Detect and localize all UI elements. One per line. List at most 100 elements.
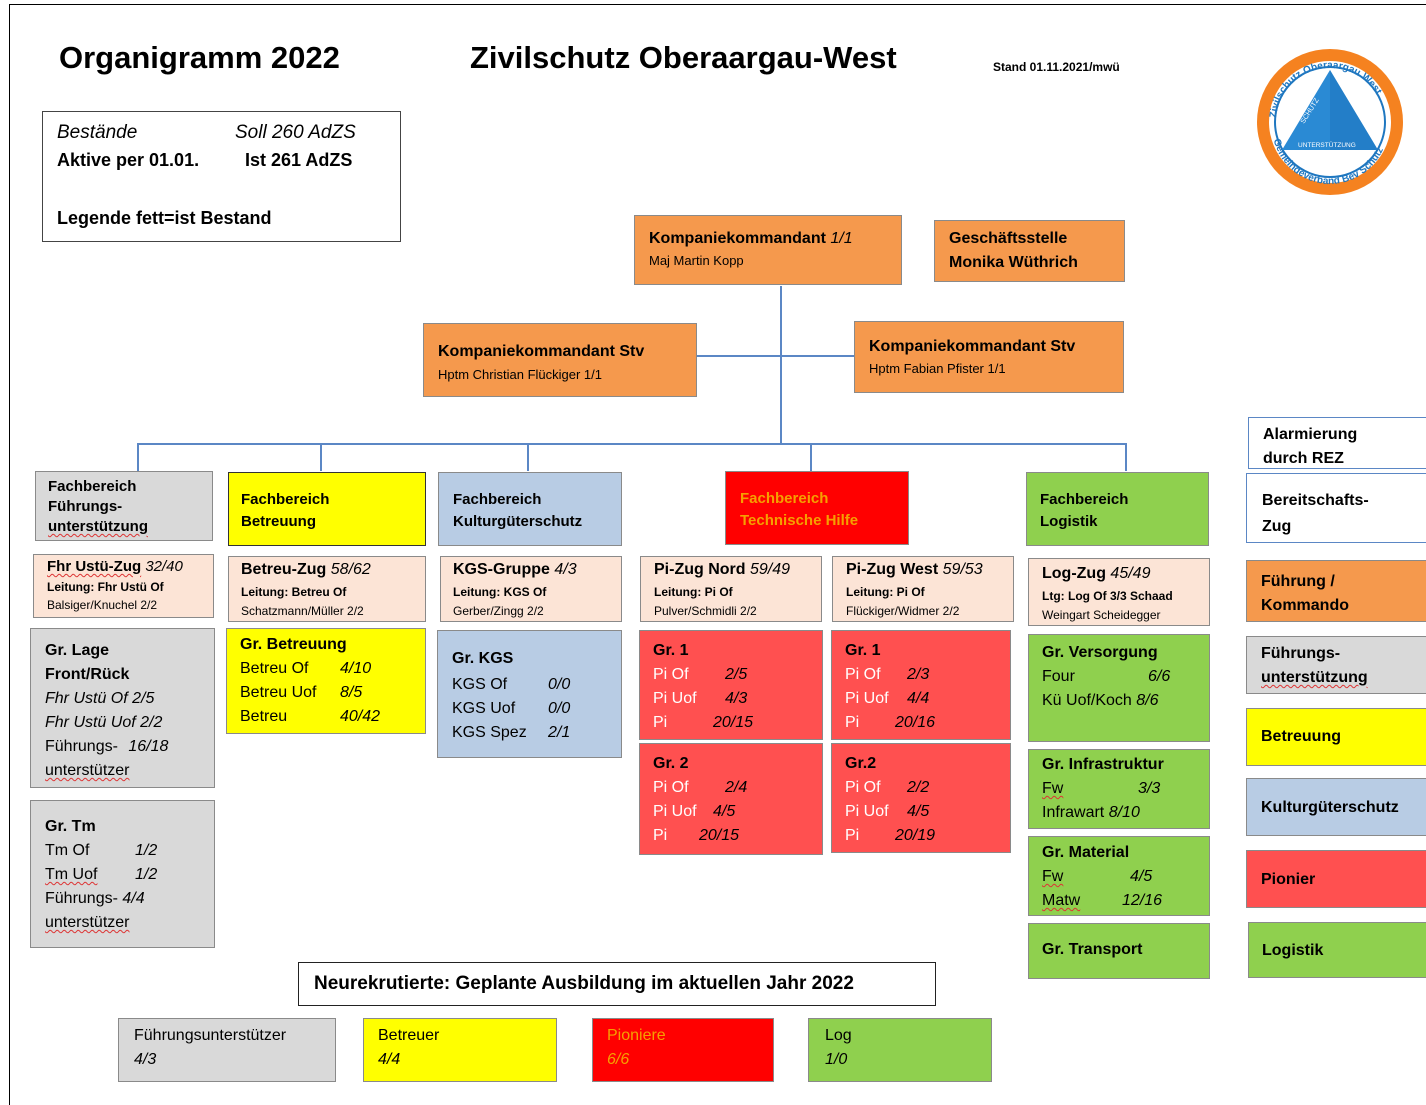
nord-names: Pulver/Schmidli 2/2	[654, 604, 757, 618]
fu-zug-title: Fhr Ustü-Zug	[47, 558, 142, 575]
legend-betreuung-label: Betreuung	[1261, 728, 1341, 745]
be-grp-title: Gr. Betreuung	[240, 636, 347, 653]
zivilschutz-logo: Zivilschutz Oberaargau West Gemeindeverb…	[1257, 49, 1403, 195]
legend-bereitschaftszug: Bereitschafts- Zug	[1246, 473, 1426, 543]
recruits-banner-text: Neurekrutierte: Geplante Ausbildung im a…	[314, 973, 854, 994]
stv-right-box: Kompaniekommandant Stv Hptm Fabian Pfist…	[854, 321, 1124, 393]
west-title: Pi-Zug West	[846, 561, 939, 578]
lage-row4: unterstützer	[45, 762, 130, 779]
recruit-fu-box: Führungsunterstützer 4/3	[118, 1018, 336, 1082]
be-grp-row1-value: 4/10	[340, 660, 372, 677]
nord-lead: Leitung: Pi Of	[654, 585, 733, 599]
lo-zug-title: Log-Zug	[1042, 565, 1106, 582]
w2-title: Gr.2	[845, 755, 877, 772]
vers-row2-value: 8/6	[1136, 692, 1159, 709]
n2-row2-label: Pi Uof	[653, 803, 697, 820]
n1-row1-value: 2/5	[725, 666, 748, 683]
kgs-zug-lead: Leitung: KGS Of	[453, 585, 547, 599]
kdt-count: 1/1	[830, 230, 853, 247]
organization-title: Zivilschutz Oberaargau-West	[470, 40, 897, 75]
mat-row2-value: 12/16	[1122, 892, 1163, 909]
lage-row3-label: Führungs-	[45, 738, 118, 755]
stv-left-title: Kompaniekommandant Stv	[438, 343, 645, 360]
recruit-pioniere-label: Pioniere	[607, 1027, 666, 1044]
connector-stv	[697, 355, 854, 357]
recruit-betreuer-label: Betreuer	[378, 1027, 440, 1044]
n2-title: Gr. 2	[653, 755, 689, 772]
fachbereich-kgs-header: Fachbereich Kulturgüterschutz	[438, 472, 622, 546]
fu-zug-count: 32/40	[145, 558, 183, 575]
infra-row1-value: 3/3	[1138, 780, 1161, 797]
kgs-zug-title: KGS-Gruppe	[453, 561, 550, 578]
recruit-pioniere-box: Pioniere 6/6	[592, 1018, 774, 1082]
legend-fu-line2: unterstützung	[1261, 669, 1368, 686]
w2-row3-label: Pi	[845, 827, 860, 844]
gr-transport-box: Gr. Transport	[1028, 923, 1210, 979]
w1-row3-label: Pi	[845, 714, 860, 731]
n1-row3-value: 20/15	[713, 714, 754, 731]
kdt-title: Kompaniekommandant	[649, 230, 826, 247]
n2-row2-value: 4/5	[713, 803, 736, 820]
recruit-betreuer-count: 4/4	[378, 1051, 401, 1068]
infra-title: Gr. Infrastruktur	[1042, 756, 1164, 773]
infra-row1-label: Fw	[1042, 780, 1064, 797]
w2-row2-label: Pi Uof	[845, 803, 889, 820]
legend-fu-line1: Führungs-	[1261, 645, 1341, 662]
th-header-line1: Fachbereich	[740, 490, 829, 507]
pi-zug-west-box: Pi-Zug West 59/53 Leitung: Pi Of Flückig…	[832, 556, 1014, 622]
kompaniekommandant-box: Kompaniekommandant 1/1 Maj Martin Kopp	[634, 215, 902, 285]
legend-alarm-line2: durch REZ	[1263, 450, 1344, 467]
tm-title: Gr. Tm	[45, 818, 96, 835]
lage-row3-value: 16/18	[128, 738, 169, 755]
nord-title: Pi-Zug Nord	[654, 561, 746, 578]
fachbereich-betreuung-header: Fachbereich Betreuung	[228, 472, 426, 546]
fu-zug-names: Balsiger/Knuchel 2/2	[47, 598, 158, 612]
connector-be	[320, 443, 322, 471]
lo-zug-lead: Ltg: Log Of 3/3 Schaad	[1042, 589, 1173, 603]
n2-row3-value: 20/15	[699, 827, 740, 844]
betreu-zug-box: Betreu-Zug 58/62 Leitung: Betreu Of Scha…	[228, 556, 426, 622]
page-frame	[9, 4, 1426, 1105]
w1-row3-value: 20/16	[895, 714, 936, 731]
recruit-log-box: Log 1/0	[808, 1018, 992, 1082]
legend-betreuung: Betreuung	[1246, 708, 1426, 766]
w2-row3-value: 20/19	[895, 827, 936, 844]
legend-pionier-label: Pionier	[1261, 871, 1316, 888]
be-header-line1: Fachbereich	[241, 491, 330, 508]
n2-row1-value: 2/4	[725, 779, 748, 796]
legend-alarmierung: Alarmierung durch REZ	[1248, 417, 1426, 469]
be-grp-row3-label: Betreu	[240, 708, 288, 725]
log-zug-box: Log-Zug 45/49 Ltg: Log Of 3/3 Schaad Wei…	[1028, 558, 1210, 626]
kgs-header-line1: Fachbereich	[453, 491, 542, 508]
west-lead: Leitung: Pi Of	[846, 585, 925, 599]
w2-row2-value: 4/5	[907, 803, 930, 820]
aktive-label: Aktive per 01.01.	[57, 150, 200, 170]
n1-row2-value: 4/3	[725, 690, 748, 707]
vers-row2-label: Kü Uof/Koch	[1042, 692, 1132, 709]
stv-right-name: Hptm Fabian Pfister 1/1	[869, 361, 1006, 376]
be-zug-title: Betreu-Zug	[241, 561, 327, 578]
soll-value: Soll 260 AdZS	[235, 122, 356, 143]
recruit-log-label: Log	[825, 1027, 852, 1044]
n1-title: Gr. 1	[653, 642, 689, 659]
be-zug-names: Schatzmann/Müller 2/2	[241, 604, 364, 618]
infra-row2-value: 8/10	[1108, 804, 1140, 821]
bestand-box: Bestände Soll 260 AdZS Aktive per 01.01.…	[42, 111, 401, 242]
tm-row2-label: Tm Uof	[45, 866, 98, 883]
be-header-line2: Betreuung	[241, 513, 316, 530]
fachbereich-fu-header: Fachbereich Führungs- unterstützung	[35, 471, 213, 541]
w2-row1-label: Pi Of	[845, 779, 881, 796]
th-header-line2: Technische Hilfe	[740, 512, 859, 529]
kgs-row2-value: 0/0	[548, 700, 571, 717]
mat-title: Gr. Material	[1042, 844, 1130, 861]
west-names: Flückiger/Widmer 2/2	[846, 604, 960, 618]
infra-row2-label: Infrawart	[1042, 804, 1105, 821]
ist-value: Ist 261 AdZS	[245, 150, 353, 170]
tm-row2-value: 1/2	[135, 866, 158, 883]
recruit-fu-label: Führungsunterstützer	[134, 1027, 287, 1044]
west-count: 59/53	[942, 561, 983, 578]
nord-count: 59/49	[750, 561, 791, 578]
connector-lo	[1125, 443, 1127, 471]
